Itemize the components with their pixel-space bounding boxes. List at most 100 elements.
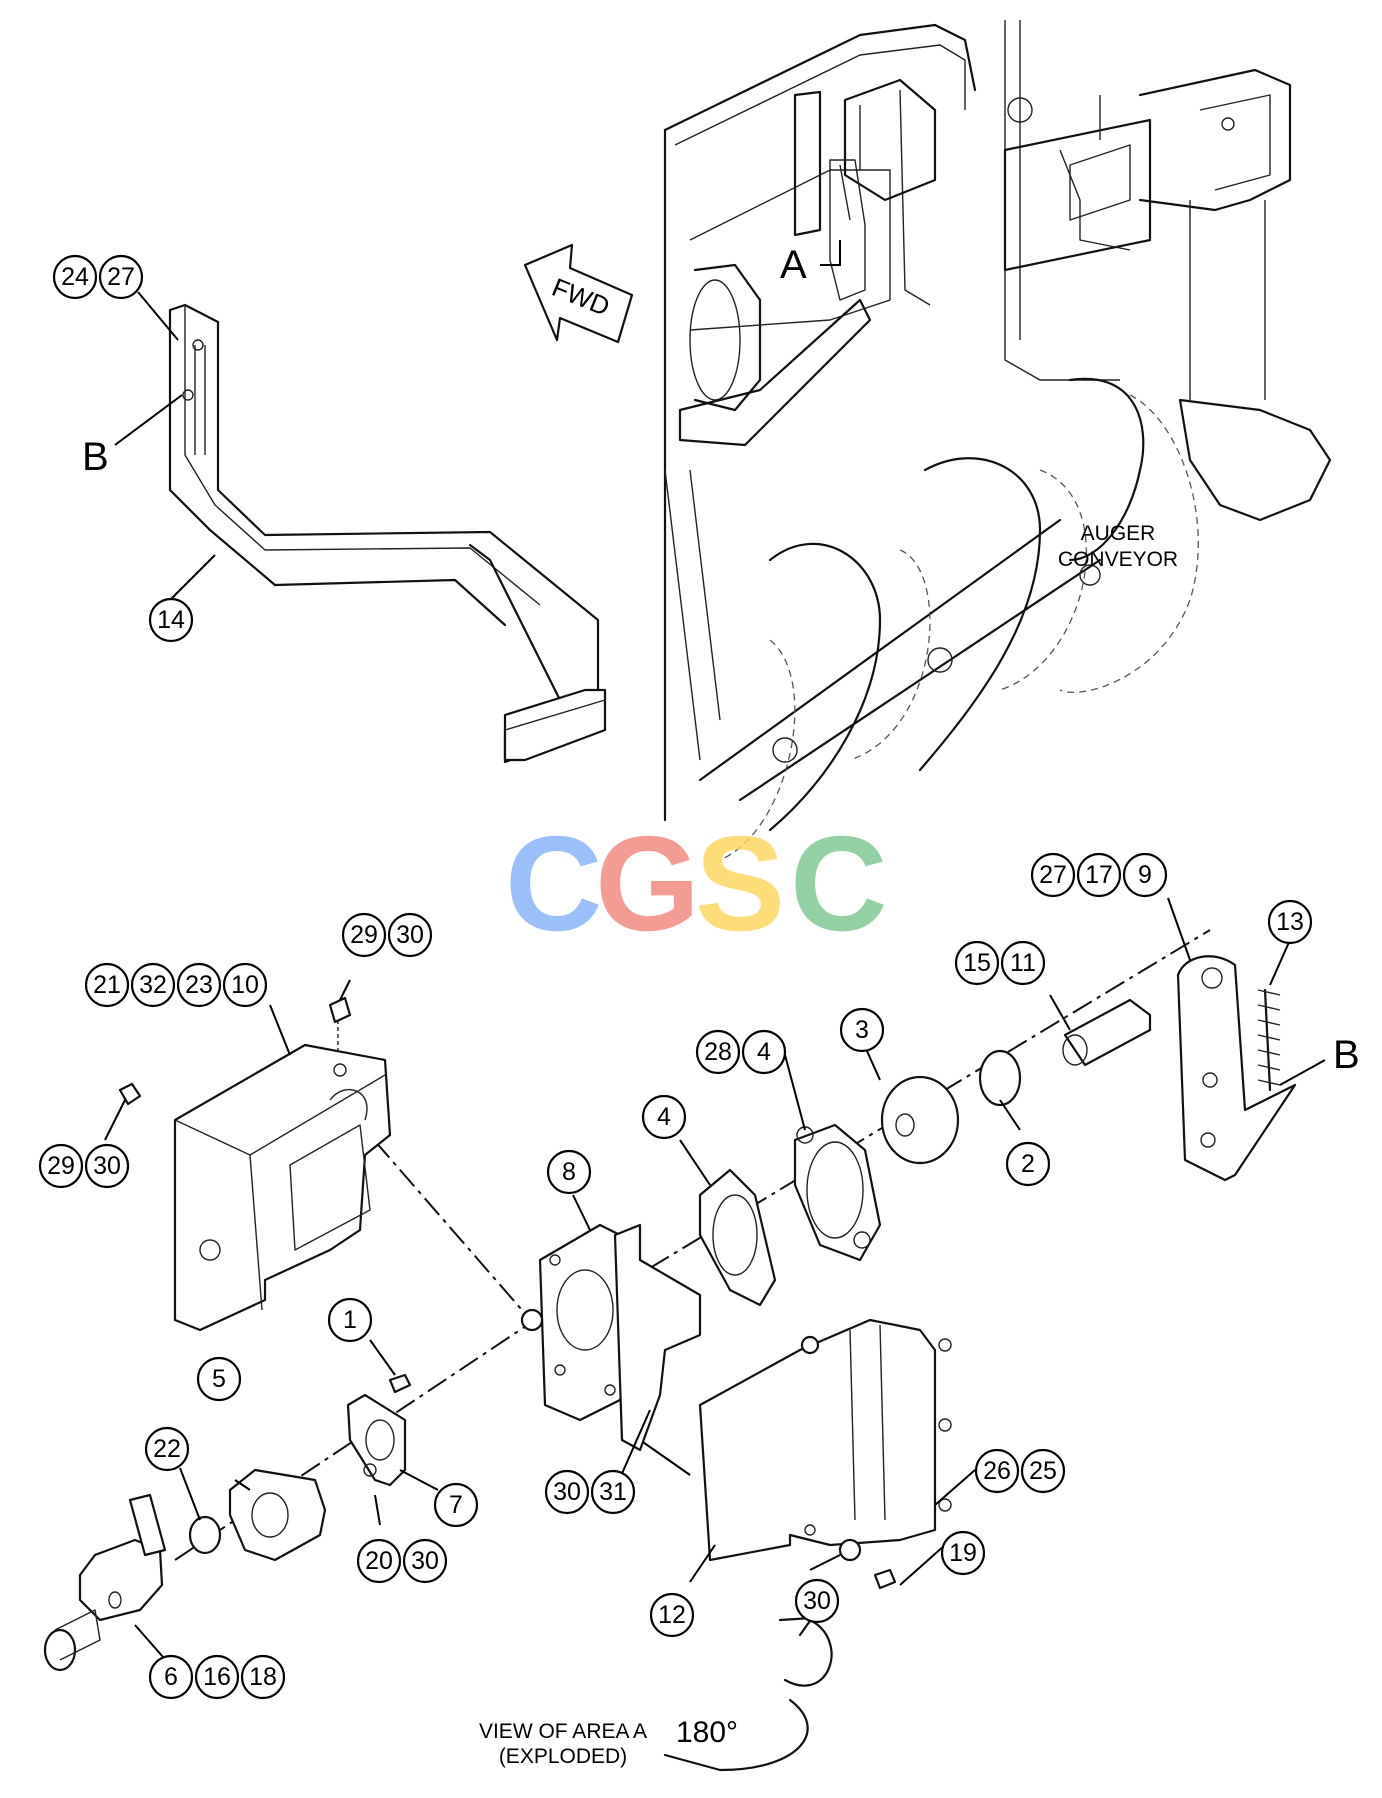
svg-text:27: 27 xyxy=(107,263,135,291)
bubble-21: 21 xyxy=(84,962,130,1008)
bubble-26: 26 xyxy=(974,1448,1020,1494)
bubble-6: 6 xyxy=(148,1654,194,1700)
watermark-letter-3: S xyxy=(695,808,785,959)
bubble-19: 19 xyxy=(940,1530,986,1576)
svg-text:29: 29 xyxy=(350,921,378,949)
watermark-letter-1: C xyxy=(505,808,603,959)
bubble-1: 1 xyxy=(327,1297,373,1343)
watermark-logo: C G S C xyxy=(505,808,888,959)
part-gasket xyxy=(698,1168,777,1307)
bubble-7: 7 xyxy=(433,1482,479,1528)
svg-text:15: 15 xyxy=(963,949,991,977)
bubble-27: 27 xyxy=(98,254,144,300)
bubble-5: 5 xyxy=(196,1356,242,1402)
svg-text:24: 24 xyxy=(61,263,89,291)
screw-side xyxy=(118,1082,142,1106)
part-bolt xyxy=(388,1373,412,1394)
rotation-arrow xyxy=(783,1618,833,1687)
bubble-4: 4 xyxy=(641,1094,687,1140)
bubble-8: 8 xyxy=(546,1149,592,1195)
svg-text:2: 2 xyxy=(1021,1150,1035,1178)
bubble-30: 30 xyxy=(794,1578,840,1624)
svg-text:(EXPLODED): (EXPLODED) xyxy=(499,1745,627,1768)
part-arm xyxy=(1176,955,1297,1182)
bubble-28: 28 xyxy=(695,1029,741,1075)
part-flange-connector xyxy=(228,1468,327,1562)
svg-text:6: 6 xyxy=(164,1663,178,1691)
pedal-lever xyxy=(168,303,607,764)
svg-text:30: 30 xyxy=(553,1478,581,1506)
callout-b-right: B xyxy=(1333,1033,1360,1077)
svg-text:19: 19 xyxy=(949,1539,977,1567)
bubble-32: 32 xyxy=(130,962,176,1008)
bubble-23: 23 xyxy=(176,962,222,1008)
axis-line-upper xyxy=(649,929,1211,1269)
svg-text:13: 13 xyxy=(1276,908,1304,936)
svg-text:18: 18 xyxy=(249,1663,277,1691)
bubble-30: 30 xyxy=(84,1143,130,1189)
fwd-arrow: FWD xyxy=(523,243,634,344)
bubble-29: 29 xyxy=(341,912,387,958)
bubble-10: 10 xyxy=(222,962,268,1008)
svg-text:25: 25 xyxy=(1029,1457,1057,1485)
part-bushing xyxy=(1062,998,1152,1067)
svg-text:28: 28 xyxy=(704,1038,732,1066)
watermark-letter-4: C xyxy=(790,808,888,959)
part-plate xyxy=(346,1393,407,1487)
bubble-18: 18 xyxy=(240,1654,286,1700)
part-o-ring xyxy=(188,1515,222,1555)
part-bracket xyxy=(520,1223,702,1452)
bubble-31: 31 xyxy=(590,1469,636,1515)
area-a-label: A xyxy=(780,243,807,287)
svg-text:4: 4 xyxy=(757,1038,771,1066)
bubble-20: 20 xyxy=(356,1538,402,1584)
bubble-30: 30 xyxy=(544,1469,590,1515)
bubble-22: 22 xyxy=(144,1426,190,1472)
svg-text:32: 32 xyxy=(139,971,167,999)
svg-text:30: 30 xyxy=(396,921,424,949)
svg-text:23: 23 xyxy=(185,971,213,999)
svg-text:31: 31 xyxy=(599,1478,627,1506)
svg-text:12: 12 xyxy=(658,1601,686,1629)
svg-text:VIEW OF AREA A: VIEW OF AREA A xyxy=(479,1720,647,1743)
svg-text:11: 11 xyxy=(1010,949,1036,977)
bubble-17: 17 xyxy=(1076,852,1122,898)
svg-text:8: 8 xyxy=(562,1158,576,1186)
part-plug xyxy=(43,1493,167,1672)
svg-text:CONVEYOR: CONVEYOR xyxy=(1058,548,1178,571)
view-caption: VIEW OF AREA A (EXPLODED) xyxy=(479,1720,647,1768)
rotation-label: 180° xyxy=(676,1716,738,1749)
part-washer xyxy=(838,1538,862,1562)
part-cover-plate xyxy=(698,1318,952,1562)
svg-text:16: 16 xyxy=(203,1663,231,1691)
auger-conveyor-label: AUGER CONVEYOR xyxy=(1058,522,1178,571)
svg-text:AUGER: AUGER xyxy=(1081,522,1156,545)
part-cover-box xyxy=(173,1043,392,1332)
svg-text:9: 9 xyxy=(1138,861,1152,889)
part-flange xyxy=(793,1123,882,1262)
svg-text:22: 22 xyxy=(153,1435,181,1463)
svg-text:27: 27 xyxy=(1039,861,1067,889)
bubble-15: 15 xyxy=(954,940,1000,986)
bubble-24: 24 xyxy=(52,254,98,300)
svg-text:30: 30 xyxy=(93,1152,121,1180)
bubble-29: 29 xyxy=(38,1143,84,1189)
svg-text:29: 29 xyxy=(47,1152,75,1180)
bubble-2: 2 xyxy=(1005,1141,1051,1187)
bubble-11: 11 xyxy=(1000,940,1046,986)
bubble-16: 16 xyxy=(194,1654,240,1700)
leader-lines xyxy=(104,291,1291,1666)
svg-text:17: 17 xyxy=(1085,861,1113,889)
svg-text:4: 4 xyxy=(657,1103,671,1131)
svg-text:21: 21 xyxy=(93,971,121,999)
bubble-3: 3 xyxy=(839,1007,885,1053)
bubble-25: 25 xyxy=(1020,1448,1066,1494)
svg-text:30: 30 xyxy=(411,1547,439,1575)
bubble-30: 30 xyxy=(387,912,433,958)
bubble-13: 13 xyxy=(1267,899,1313,945)
svg-text:5: 5 xyxy=(212,1365,226,1393)
bubble-9: 9 xyxy=(1122,852,1168,898)
part-nut xyxy=(873,1568,897,1590)
